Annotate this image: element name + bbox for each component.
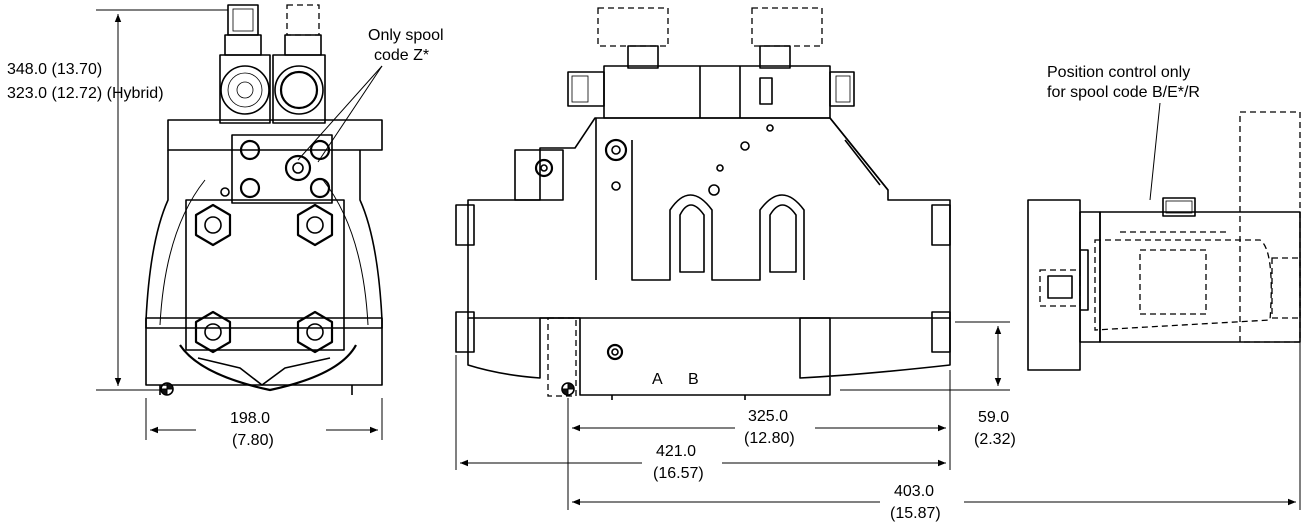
overall-depth-dimension: 403.0 (15.87) xyxy=(572,340,1301,528)
port-b-label: B xyxy=(688,371,699,388)
front-view: A B xyxy=(455,7,951,400)
width-left-mm: 198.0 xyxy=(230,410,270,427)
end-view-solenoids xyxy=(219,4,326,124)
front-view-solenoids xyxy=(567,7,855,119)
position-note-line1: Position control only xyxy=(1047,64,1190,81)
body-length-in: (16.57) xyxy=(653,465,704,482)
front-view-body: A B xyxy=(455,117,951,400)
width-left-in: (7.80) xyxy=(232,432,274,449)
end-view xyxy=(145,4,383,396)
side-view xyxy=(1027,111,1301,371)
spool-note: Only spool code Z* xyxy=(297,27,444,163)
body-length-dimension: 421.0 (16.57) xyxy=(455,355,946,486)
port-spacing-mm: 325.0 xyxy=(748,408,788,425)
port-spacing-dimension: 325.0 (12.80) xyxy=(567,370,951,510)
width-left-dimension: 198.0 (7.80) xyxy=(145,398,383,454)
overall-depth-mm: 403.0 xyxy=(894,483,934,500)
base-height-dimension: 59.0 (2.32) xyxy=(840,321,1016,448)
base-height-mm: 59.0 xyxy=(978,409,1009,426)
height-standard-label: 348.0 (13.70) xyxy=(7,61,102,78)
base-height-in: (2.32) xyxy=(974,431,1016,448)
overall-depth-in: (15.87) xyxy=(890,505,941,522)
position-note-line2: for spool code B/E*/R xyxy=(1047,84,1200,101)
port-spacing-in: (12.80) xyxy=(744,430,795,447)
body-length-mm: 421.0 xyxy=(656,443,696,460)
spool-note-line2: code Z* xyxy=(374,47,429,64)
end-view-body xyxy=(145,119,383,396)
spool-note-line1: Only spool xyxy=(368,27,444,44)
height-dimension: 348.0 (13.70) 323.0 (12.72) (Hybrid) xyxy=(7,9,228,391)
port-a-label: A xyxy=(652,371,663,388)
height-hybrid-label: 323.0 (12.72) (Hybrid) xyxy=(7,85,164,102)
end-view-bolts xyxy=(194,203,334,354)
position-note: Position control only for spool code B/E… xyxy=(1047,64,1200,201)
